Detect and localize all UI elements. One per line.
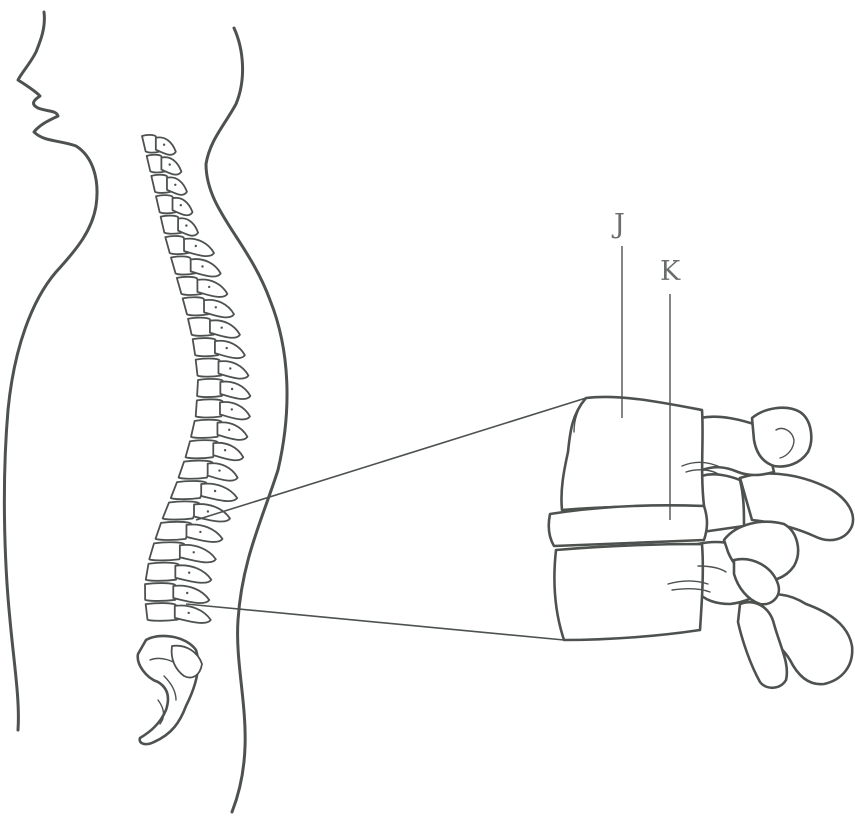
callout-line-lower bbox=[186, 604, 564, 640]
vertebra-foramen-dot bbox=[201, 265, 203, 267]
vertebra-foramen-dot bbox=[214, 490, 216, 492]
vertebra-body bbox=[146, 563, 179, 581]
vertebra-foramen-dot bbox=[221, 327, 223, 329]
vertebra-foramen-dot bbox=[193, 551, 195, 553]
vertebra-foramen-dot bbox=[186, 592, 188, 594]
label-K: K bbox=[660, 256, 681, 287]
vertebra-body bbox=[197, 379, 223, 397]
vertebra-process bbox=[201, 484, 237, 501]
vertebra-foramen-dot bbox=[208, 286, 210, 288]
vertebra-body bbox=[196, 358, 222, 376]
vertebra-foramen-dot bbox=[174, 184, 176, 186]
vertebra-process bbox=[180, 545, 216, 562]
sacrum-coccyx bbox=[138, 636, 202, 744]
vertebra-foramen-dot bbox=[231, 388, 233, 390]
vertebra-foramen-dot bbox=[188, 572, 190, 574]
label-J-group: J bbox=[611, 209, 625, 418]
vertebra-foramen-dot bbox=[180, 204, 182, 206]
vertebra-process bbox=[186, 524, 222, 541]
vertebra-foramen-dot bbox=[195, 245, 197, 247]
spinal-column bbox=[142, 135, 250, 623]
vertebra-foramen-dot bbox=[207, 510, 209, 512]
magnified-vertebrae bbox=[549, 397, 853, 688]
vertebra-foramen-dot bbox=[228, 429, 230, 431]
vertebra-process bbox=[173, 586, 209, 603]
vertebra-process bbox=[175, 606, 211, 623]
face-profile-outline bbox=[4, 12, 97, 730]
vertebra-foramen-dot bbox=[231, 408, 233, 410]
vertebra-foramen-dot bbox=[169, 163, 171, 165]
vertebra-process bbox=[175, 565, 211, 582]
vertebra-foramen-dot bbox=[188, 612, 190, 614]
vertebra-process bbox=[220, 382, 250, 399]
vertebra-foramen-dot bbox=[224, 449, 226, 451]
vertebra-process bbox=[215, 341, 245, 358]
vertebra-foramen-dot bbox=[218, 469, 220, 471]
vertebral-body-upper bbox=[561, 397, 704, 510]
vertebra-foramen-dot bbox=[226, 347, 228, 349]
vertebral-body-lower bbox=[554, 544, 702, 640]
intervertebral-disc bbox=[549, 505, 707, 546]
vertebra-foramen-dot bbox=[199, 531, 201, 533]
lamina-middle bbox=[702, 474, 744, 532]
vertebra-body bbox=[146, 603, 178, 621]
vertebra-foramen-dot bbox=[229, 367, 231, 369]
vertebra-process bbox=[208, 463, 238, 480]
vertebra-process bbox=[217, 422, 247, 439]
vertebra-process bbox=[213, 443, 243, 460]
callout-line-upper bbox=[196, 398, 586, 520]
label-J: J bbox=[611, 209, 625, 240]
vertebra-process bbox=[218, 361, 248, 378]
vertebra-body bbox=[196, 399, 223, 417]
vertebra-foramen-dot bbox=[163, 144, 165, 146]
vertebra-process bbox=[220, 402, 250, 419]
vertebra-foramen-dot bbox=[215, 306, 217, 308]
vertebra-body bbox=[145, 583, 175, 601]
vertebra-foramen-dot bbox=[185, 224, 187, 226]
